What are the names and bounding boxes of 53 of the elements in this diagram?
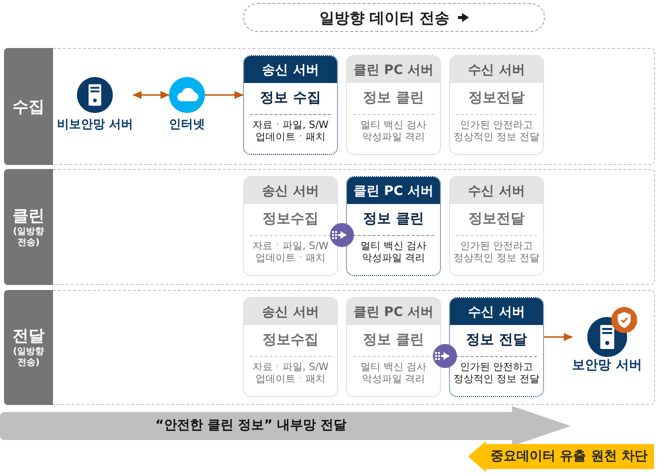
server-card	[243, 297, 338, 397]
card-description: 인가된 안전라고 정상적인 정보 전달	[452, 241, 540, 265]
banner-label: “안전한 클린 정보” 내부망 전달	[155, 418, 347, 434]
card-header: 클린 PC 서버	[347, 56, 440, 83]
card-description: 멀티 백신 검사 악성파일 격리	[359, 362, 428, 386]
card-title: 정보전달	[468, 210, 524, 229]
card-title: 정보수집	[262, 331, 318, 350]
server-card	[449, 176, 544, 276]
card-description: 자료ㆍ파일, S/W 업데이트ㆍ패치	[252, 241, 330, 265]
server-card	[346, 297, 441, 397]
node-label: 인터넷	[169, 117, 205, 132]
card-title: 정보전달	[468, 89, 524, 108]
card-description: 인가된 안전라고 정상적인 정보 전달	[452, 120, 540, 144]
diagram-title: 일방향 데이터 전송	[319, 8, 450, 26]
card-header: 송신 서버	[244, 177, 337, 204]
banner-label: 중요데이터 유출 원천 차단	[490, 448, 648, 464]
swimlane	[4, 169, 655, 285]
card-header: 클린 PC 서버	[347, 177, 440, 204]
swimlane	[4, 48, 655, 165]
server-card	[449, 297, 544, 397]
card-title: 정보 전달	[466, 331, 527, 350]
server-card	[243, 55, 338, 155]
lane-subtitle: (일방향 전송)	[12, 226, 46, 248]
card-description: 멀티 백신 검사 악성파일 격리	[359, 241, 428, 265]
card-header: 수신 서버	[450, 298, 543, 325]
card-title: 정보수집	[262, 210, 318, 229]
server-card	[243, 176, 338, 276]
card-title: 정보 클린	[363, 210, 424, 229]
arrow	[544, 333, 573, 341]
server-card	[346, 55, 441, 155]
server-card	[346, 176, 441, 276]
swimlane	[4, 290, 655, 405]
lane-title: 클린	[12, 206, 44, 226]
card-description: 인가된 안전하고 정상적인 정보 전달	[452, 362, 540, 386]
card-title: 정보 클린	[363, 89, 424, 108]
card-title: 정보 클린	[363, 331, 424, 350]
node-label: 보안망 서버	[572, 358, 642, 374]
card-header: 클린 PC 서버	[347, 298, 440, 325]
lane-title: 수집	[12, 96, 44, 116]
arrow	[205, 91, 244, 99]
card-header: 송신 서버	[244, 56, 337, 83]
lane-title: 전달	[12, 326, 44, 346]
server-card	[449, 55, 544, 155]
card-header: 송신 서버	[244, 298, 337, 325]
card-header: 수신 서버	[450, 56, 543, 83]
card-description: 자료ㆍ파일, S/W 업데이트ㆍ패치	[252, 362, 330, 386]
double-arrow	[132, 91, 170, 99]
card-description: 자료ㆍ파일, S/W 업데이트ㆍ패치	[252, 120, 330, 144]
node-label: 비보안망 서버	[56, 117, 134, 132]
lane-subtitle: (일방향 전송)	[12, 347, 46, 369]
card-title: 정보 수집	[260, 89, 321, 108]
card-header: 수신 서버	[450, 177, 543, 204]
card-description: 멀티 백신 검사 악성파일 격리	[359, 120, 428, 144]
